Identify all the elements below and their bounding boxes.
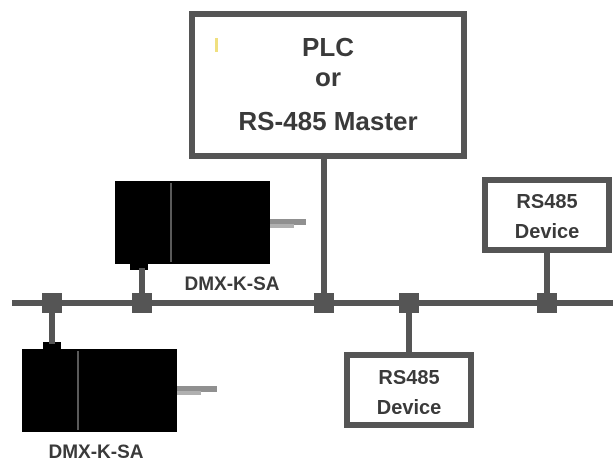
rs485-device-bottom: RS485 Device xyxy=(344,352,474,428)
device-top-label-line1: RS485 xyxy=(516,191,577,213)
master-label-line1: PLC xyxy=(302,32,354,62)
junction-block-2 xyxy=(132,293,152,313)
master-label-line2: or xyxy=(315,62,341,92)
motor-lower-connector xyxy=(43,342,61,351)
motor-upper-label: DMX-K-SA xyxy=(185,274,280,295)
motor-upper-connector xyxy=(130,262,148,270)
plc-master-box: PLC or RS-485 Master xyxy=(189,11,467,159)
junction-block-4 xyxy=(399,293,419,313)
motor-lower: DMX-K-SA xyxy=(22,342,217,463)
rs485-device-top: RS485 Device xyxy=(482,177,612,253)
junction-block-5 xyxy=(537,293,557,313)
master-box-marker xyxy=(215,38,218,52)
motor-lower-shaft xyxy=(177,386,217,392)
junction-block-3 xyxy=(314,293,334,313)
motor-upper-shaft xyxy=(270,219,306,225)
motor-lower-body xyxy=(22,349,177,432)
device-bottom-label-line1: RS485 xyxy=(378,367,439,389)
device-top-label-line2: Device xyxy=(515,221,580,243)
master-label-line3: RS-485 Master xyxy=(238,106,417,136)
junction-block-1 xyxy=(42,293,62,313)
motor-lower-label: DMX-K-SA xyxy=(49,442,144,463)
device-bottom-label-line2: Device xyxy=(377,397,442,419)
motor-upper: DMX-K-SA xyxy=(115,181,306,295)
motor-upper-body xyxy=(115,181,270,264)
